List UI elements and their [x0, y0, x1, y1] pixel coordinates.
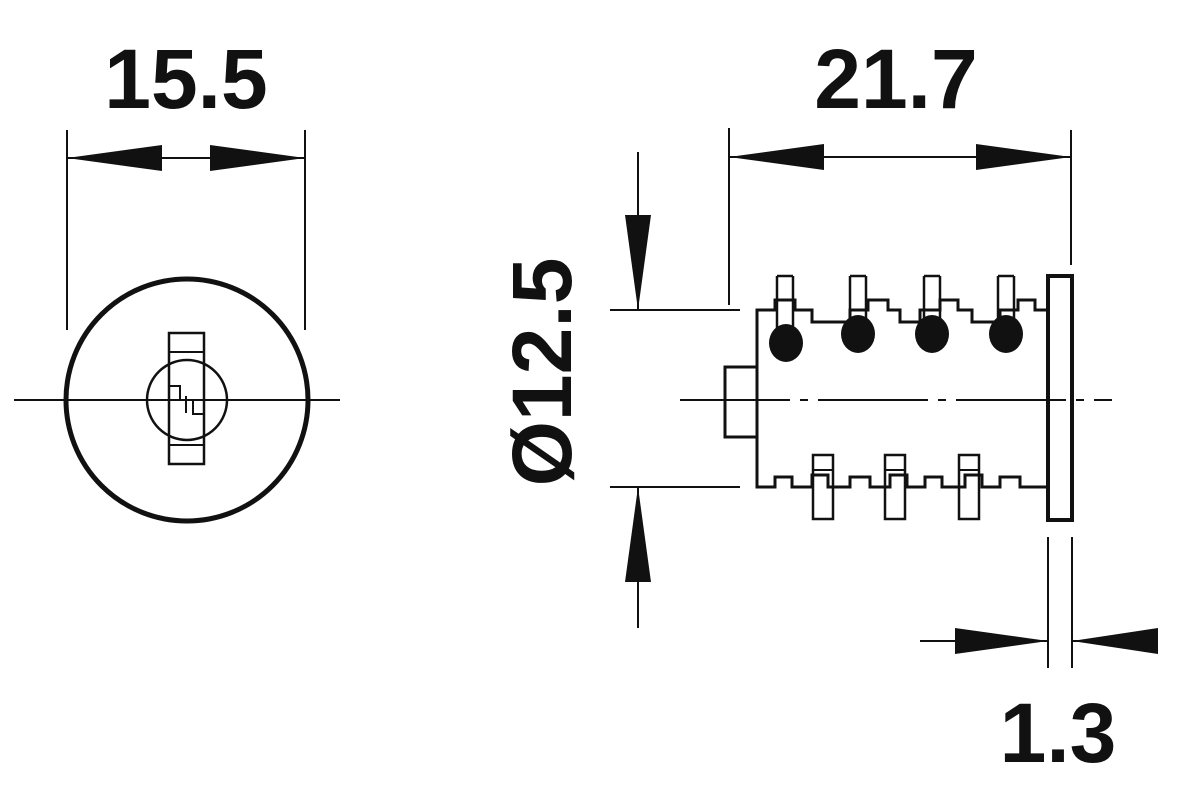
top-pins — [769, 274, 1023, 362]
cylinder-body — [723, 274, 1074, 522]
lock-face-circle — [63, 276, 311, 524]
flange — [1046, 274, 1074, 522]
front-width-label: 15.5 — [104, 32, 268, 126]
body-length-label: 21.7 — [814, 32, 978, 126]
front-view: 15.5 — [14, 32, 340, 524]
diameter-dimension-arrows — [625, 152, 651, 628]
flange-thickness-dimension-line — [920, 628, 1158, 654]
bottom-pins — [811, 453, 981, 521]
body-length-dimension-line — [729, 144, 1071, 170]
front-width-dimension-line — [67, 145, 305, 171]
side-view: 21.7 Ø12.5 — [495, 32, 1158, 780]
keyway-icon — [145, 331, 229, 466]
flange-thickness-label: 1.3 — [1000, 686, 1117, 780]
diameter-label: Ø12.5 — [495, 258, 589, 487]
